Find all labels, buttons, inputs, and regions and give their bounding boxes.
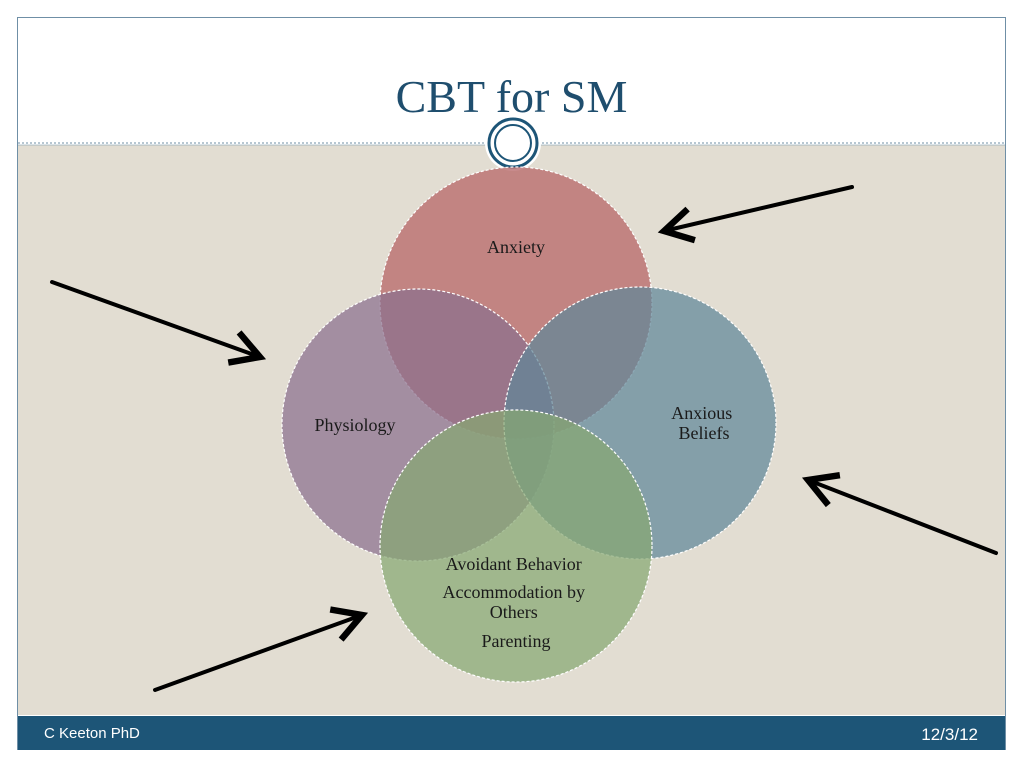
label-behavior: Avoidant Behavior Accommodation by Other… xyxy=(443,554,590,651)
label-physiology: Physiology xyxy=(314,415,395,435)
arrow-to-physiology xyxy=(50,280,267,366)
footer-bar: C Keeton PhD 12/3/12 xyxy=(18,716,1005,750)
venn-diagram xyxy=(281,166,777,683)
footer-author: C Keeton PhD xyxy=(44,725,140,742)
label-anxious-beliefs: Anxious Beliefs xyxy=(671,403,737,443)
arrow-to-anxious-beliefs xyxy=(801,472,998,555)
footer-date: 12/3/12 xyxy=(921,725,978,744)
arrow-to-anxiety xyxy=(657,185,854,244)
label-anxiety: Anxiety xyxy=(487,237,545,257)
ring-ornament-icon xyxy=(485,115,541,171)
slide-title: CBT for SM xyxy=(395,71,628,122)
arrow-to-behavior xyxy=(153,606,369,692)
circle-behavior xyxy=(379,409,653,683)
